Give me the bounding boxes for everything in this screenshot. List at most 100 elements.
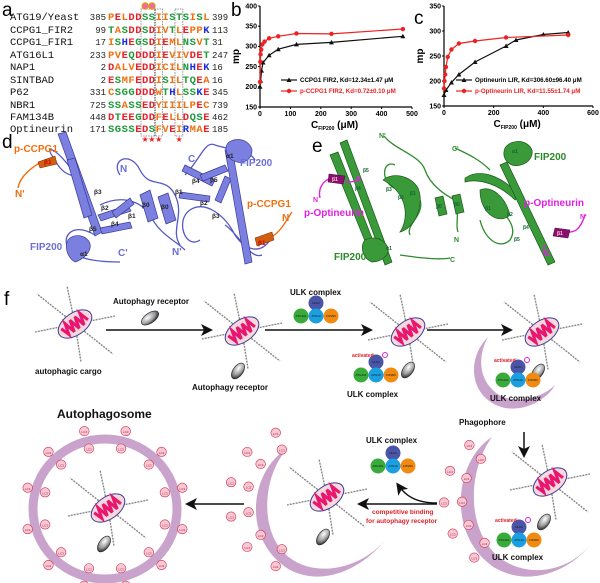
star-marker: ★ — [176, 135, 183, 144]
residue: Y — [156, 100, 163, 112]
lc3-label: LC3 — [467, 444, 473, 448]
lc3-protein-icon: LC3 — [83, 563, 95, 574]
y-tick-label: 250 — [429, 53, 441, 60]
residue: G — [128, 87, 134, 99]
phosphate-icon — [525, 517, 531, 523]
lc3-protein-icon: LC3 — [276, 444, 287, 455]
lc3-protein-icon: LC3 — [22, 482, 33, 493]
residue: E — [135, 124, 141, 136]
residue: I — [169, 100, 175, 112]
strand-label: β5 — [210, 177, 218, 184]
residue: S — [115, 75, 121, 87]
autophagy-receptor-icon — [537, 513, 551, 531]
lc3-protein-icon: LC3 — [156, 560, 167, 570]
label-competitive-binding-2: for autophagy receptor — [366, 518, 438, 525]
lc3-label: LC3 — [450, 533, 456, 537]
lc3-protein-icon: LC3 — [438, 497, 450, 508]
legend-marker — [286, 88, 292, 94]
lc3-label: LC3 — [478, 458, 484, 462]
lc3-label: LC3 — [464, 477, 470, 481]
lc3-protein-icon: LC3 — [276, 544, 287, 555]
y-tick-label: 150 — [429, 103, 441, 110]
activated-label: activated — [494, 358, 516, 364]
atg13-subunit — [368, 367, 384, 383]
strand-label: β0 — [142, 202, 150, 209]
end-position: 345 — [212, 88, 228, 98]
atg101-label: ATG101 — [373, 464, 384, 468]
residue: E — [142, 100, 148, 112]
residue: T — [203, 37, 209, 49]
residue: E — [203, 124, 209, 136]
phospho-site-marker — [148, 2, 156, 10]
lc3-label: LC3 — [244, 451, 250, 455]
lc3-label: LC3 — [441, 502, 447, 506]
panel-label-b: b — [231, 0, 242, 21]
start-position: 725 — [90, 101, 106, 111]
residue: T — [169, 25, 175, 37]
lc3-protein-icon: LC3 — [83, 443, 95, 454]
lc3-label: LC3 — [162, 524, 168, 528]
strand-label: β0 — [454, 202, 460, 208]
residue: L — [176, 62, 182, 74]
lc3-protein-icon: LC3 — [255, 458, 266, 469]
lc3-shape — [461, 473, 472, 483]
residue: G — [122, 87, 128, 99]
protein-name: CCPG1_FIR2 — [10, 25, 73, 37]
residue: I — [176, 124, 182, 136]
lc3-shape — [456, 496, 468, 507]
lc3-shape — [479, 537, 490, 548]
ubiquitin-chain — [549, 481, 589, 513]
data-point — [442, 78, 447, 84]
residue: E — [203, 112, 209, 124]
label-fip200-right: FIP200 — [534, 152, 567, 163]
label-c: C — [188, 154, 195, 165]
residue: A — [115, 25, 122, 37]
residue: D — [142, 112, 148, 124]
ulk1-subunit — [385, 445, 401, 461]
atg101-label: ATG101 — [356, 373, 367, 377]
lc3-protein-icon: LC3 — [479, 537, 490, 548]
lc3-label: LC3 — [273, 565, 279, 569]
data-point — [329, 31, 334, 37]
x-tick-label: 0 — [258, 111, 262, 118]
strand-label: β5 — [514, 237, 520, 243]
residue: S — [122, 25, 128, 37]
residue: V — [162, 25, 169, 37]
ubiquitin-chain — [541, 331, 581, 363]
residue: I — [190, 12, 196, 24]
strand-label: β4 — [523, 225, 529, 231]
label-p-optineurin-left: p-Optineurin — [304, 208, 364, 219]
data-point — [443, 64, 449, 70]
lc3-protein-icon: LC3 — [43, 446, 54, 457]
residue: I — [156, 75, 162, 87]
label-fip200-right: FIP200 — [240, 158, 273, 169]
mitochondrion-cargo-icon — [509, 443, 591, 531]
lc3-protein-icon: LC3 — [143, 547, 154, 558]
label-fip200-left: FIP200 — [334, 252, 367, 263]
residue: E — [122, 50, 128, 62]
x-tick-label: 400 — [537, 110, 549, 117]
residue: H — [169, 87, 175, 99]
residue: D — [128, 25, 134, 37]
ulk1-label: ULK1 — [514, 365, 522, 369]
data-point — [262, 39, 267, 44]
lc3-shape — [159, 519, 170, 530]
lc3-label: LC3 — [58, 464, 64, 468]
residue: G — [135, 112, 141, 124]
residue: T — [203, 50, 209, 62]
mito-cristae — [393, 316, 422, 347]
ulk1-label: ULK1 — [515, 525, 523, 529]
residue: M — [122, 75, 128, 87]
residue: C — [203, 100, 210, 112]
label-n-mid: N — [454, 237, 459, 244]
ubiquitin-chain — [69, 477, 109, 509]
mito-cristae — [227, 315, 256, 346]
residue: S — [128, 100, 134, 112]
ubiquitin-chain — [241, 330, 281, 362]
atg13-label: ATG13 — [388, 464, 398, 468]
lc3-shape — [242, 541, 253, 552]
y-axis-label: mp — [415, 49, 426, 64]
autophagy-receptor-icon — [97, 535, 111, 553]
strand-label: β4 — [111, 221, 119, 228]
phosphate-icon — [382, 352, 388, 358]
